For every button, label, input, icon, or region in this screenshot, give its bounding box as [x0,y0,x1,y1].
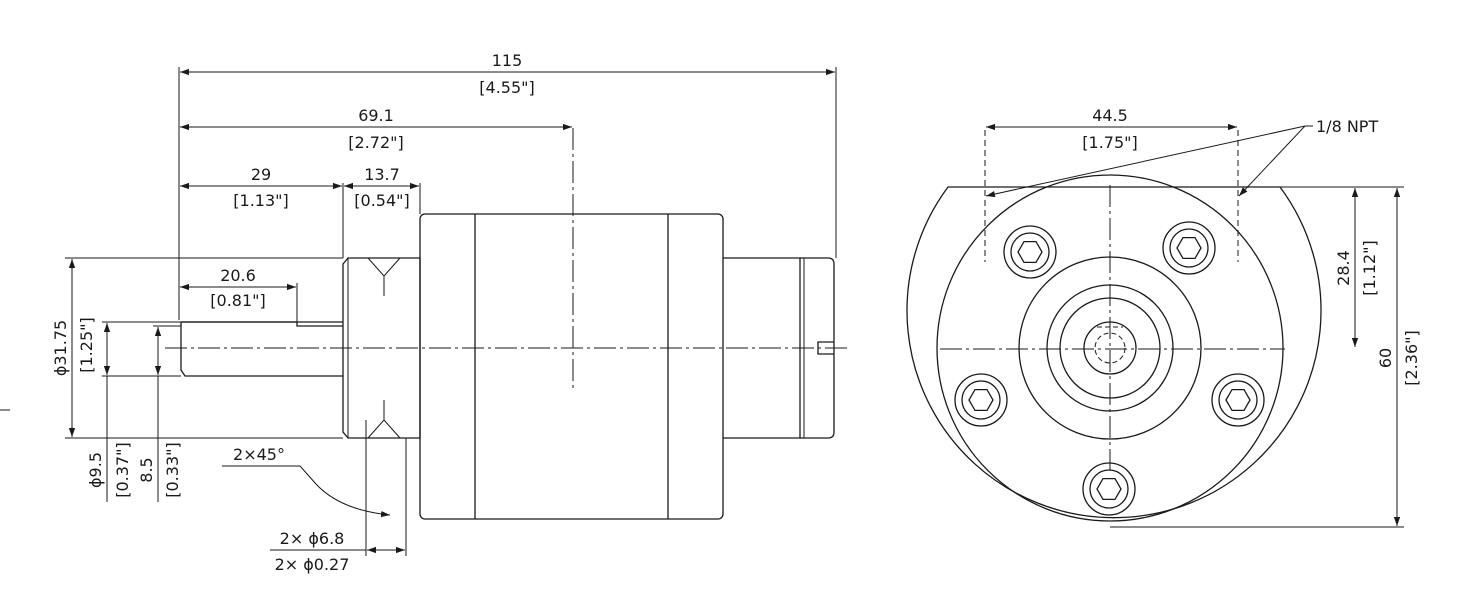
dim-29-inch: [1.13"] [233,191,288,210]
shaft [180,321,343,377]
dim-8-5-value: 8.5 [137,457,156,482]
npt-leader-right [1238,125,1306,197]
dim-29-value: 29 [251,165,271,184]
motor-body [419,128,724,520]
dim-60-value: 60 [1376,348,1395,368]
dim-31-75-inch: [1.25"] [77,317,96,372]
dim-44-5-value: 44.5 [1092,106,1128,125]
side-view: 115 [4.55"] 69.1 [2.72"] 29 [1.13"] 13.7… [0,51,850,574]
bolt-left [954,373,1008,427]
dim-69-1-inch: [2.72"] [348,133,403,152]
dim-20-6-inch: [0.81"] [210,291,265,310]
chamfer-label: 2×45° [233,445,285,464]
chamfer-leader [222,465,317,485]
end-view: 44.5 [1.75"] 1/8 NPT 28.4 [1.12"] 60 [2.… [906,106,1421,528]
hole-dim-inch: 2× ϕ0.27 [275,555,350,574]
flange-circle [936,174,1284,522]
dim-9-5-inch: [0.37"] [113,442,132,497]
dim-115-inch: [4.55"] [479,78,534,97]
extension-lines [65,67,837,556]
dim-13-7-value: 13.7 [364,165,400,184]
dim-20-6-value: 20.6 [220,266,256,285]
dim-13-7-inch: [0.54"] [354,191,409,210]
rear-cap [723,257,835,439]
dim-28-4-value: 28.4 [1334,250,1353,286]
bolt-top-left [1003,225,1057,279]
shaft-hidden-circle [1094,332,1126,364]
bolt-bottom [1082,462,1136,516]
bolt-right [1211,373,1265,427]
housing-outline [906,186,1322,519]
npt-label: 1/8 NPT [1316,117,1378,136]
dim-69-1-value: 69.1 [358,106,394,125]
hole-dim-value: 2× ϕ6.8 [280,529,345,548]
npt-leader-left [985,125,1306,198]
dim-28-4-inch: [1.12"] [1360,240,1379,295]
dim-31-75-value: ϕ31.75 [51,320,70,376]
dim-8-5-inch: [0.33"] [163,442,182,497]
bolt-top-right [1162,221,1216,275]
dim-9-5-value: ϕ9.5 [86,452,105,488]
dim-60-inch: [2.36"] [1402,330,1421,385]
dim-44-5-inch: [1.75"] [1082,133,1137,152]
dim-115-value: 115 [492,51,523,70]
